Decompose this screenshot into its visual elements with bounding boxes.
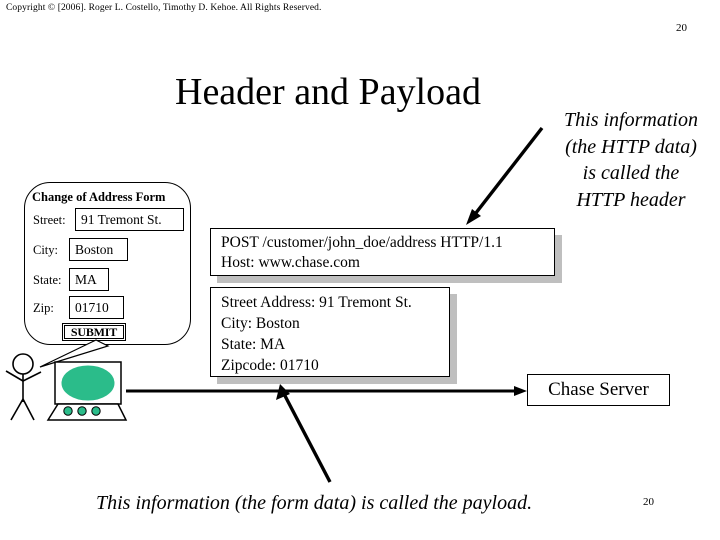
- state-label: State:: [33, 273, 62, 287]
- computer-monitor-icon: [46, 361, 128, 421]
- chase-server-box: Chase Server: [527, 374, 670, 406]
- stick-figure-icon: [5, 353, 42, 421]
- payload-line-4: Zipcode: 01710: [221, 357, 319, 374]
- http-header-annotation-line-2: (the HTTP data): [565, 135, 697, 158]
- change-of-address-form-bubble: [24, 182, 191, 345]
- page-number-top: 20: [676, 22, 687, 34]
- http-header-box: POST /customer/john_doe/address HTTP/1.1…: [210, 228, 555, 276]
- http-header-line-2: Host: www.chase.com: [221, 254, 360, 271]
- submit-button-label: SUBMIT: [64, 325, 124, 339]
- http-header-annotation: This information (the HTTP data) is call…: [543, 107, 719, 213]
- street-label: Street:: [33, 213, 66, 227]
- http-header-line-1: POST /customer/john_doe/address HTTP/1.1: [221, 234, 503, 251]
- state-input[interactable]: MA: [69, 268, 109, 291]
- zip-label: Zip:: [33, 301, 54, 315]
- zip-input[interactable]: 01710: [69, 296, 124, 319]
- copyright-notice: Copyright © [2006]. Roger L. Costello, T…: [6, 3, 322, 13]
- chase-server-label: Chase Server: [548, 379, 649, 400]
- http-header-annotation-line-4: HTTP header: [576, 188, 686, 211]
- page-title: Header and Payload: [175, 71, 481, 113]
- city-input[interactable]: Boston: [69, 238, 128, 261]
- payload-pointer-arrow-icon: [276, 384, 332, 483]
- http-header-pointer-arrow-icon: [466, 126, 544, 225]
- street-input[interactable]: 91 Tremont St.: [75, 208, 184, 231]
- http-header-annotation-line-1: This information: [564, 109, 698, 131]
- city-label: City:: [33, 243, 59, 257]
- page-number-bottom: 20: [643, 496, 654, 508]
- request-flow-arrow-icon: [126, 386, 527, 396]
- payload-line-1: Street Address: 91 Tremont St.: [221, 294, 412, 311]
- http-header-annotation-line-3: is called the: [582, 162, 680, 184]
- payload-annotation: This information (the form data) is call…: [96, 492, 533, 514]
- payload-line-3: State: MA: [221, 336, 286, 353]
- payload-box: Street Address: 91 Tremont St. City: Bos…: [210, 287, 450, 377]
- form-title: Change of Address Form: [32, 190, 166, 204]
- payload-line-2: City: Boston: [221, 315, 300, 332]
- submit-button[interactable]: SUBMIT: [62, 323, 126, 341]
